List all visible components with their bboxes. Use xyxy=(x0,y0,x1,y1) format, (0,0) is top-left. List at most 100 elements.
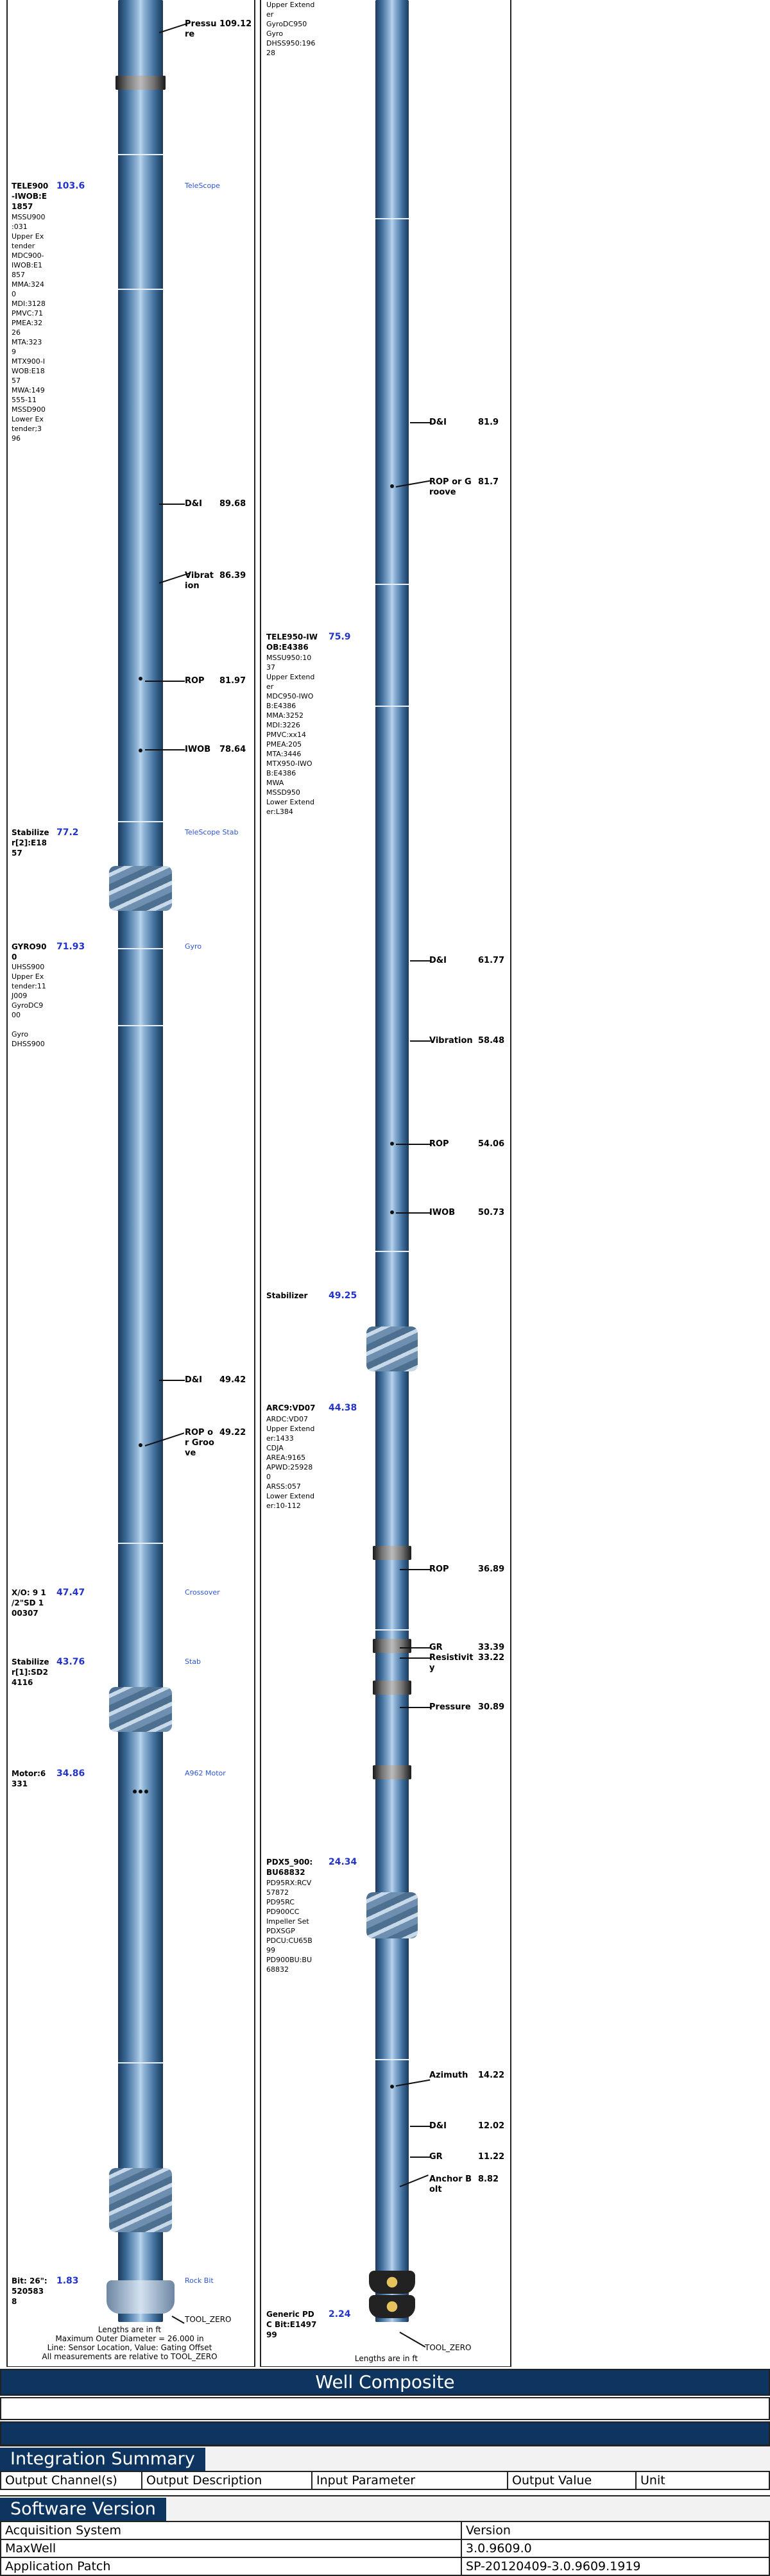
component-title: TELE950-IW OB:E4386 xyxy=(266,632,318,652)
component-title: Stabilize r[1]:SD2 4116 xyxy=(12,1657,49,1687)
component-offset: 77.2 xyxy=(56,827,79,838)
column-header: Acquisition System xyxy=(0,2521,462,2540)
software-version-title: Software Version xyxy=(0,2498,166,2521)
well-composite-band xyxy=(0,2421,770,2446)
component-offset: 2.24 xyxy=(329,2309,351,2319)
column-header: Version xyxy=(461,2521,770,2540)
sensor-leader xyxy=(410,2157,431,2158)
component-link[interactable]: Rock Bit xyxy=(185,2276,214,2285)
table-cell: 3.0.9609.0 xyxy=(461,2539,770,2558)
sensor-label: Azimuth xyxy=(429,2071,468,2080)
sensor-value: 86.39 xyxy=(219,571,246,580)
tool-separator xyxy=(118,289,163,290)
tool-separator xyxy=(118,1025,163,1026)
sensor-value: 12.02 xyxy=(478,2121,505,2131)
tool-joint xyxy=(373,1681,411,1695)
sensor-value: 33.22 xyxy=(478,1653,505,1663)
table-header-row: Output Channel(s) Output Description Inp… xyxy=(0,2471,770,2490)
tool-joint xyxy=(373,1765,411,1779)
sensor-label: D&I xyxy=(429,418,447,427)
sensor-leader xyxy=(145,681,185,682)
sensor-label: IWOB xyxy=(429,1208,456,1217)
right-tool-string xyxy=(366,0,418,2322)
sensor-label: Pressu re xyxy=(185,19,217,39)
tool-zero-leader xyxy=(399,2332,426,2348)
sensor-value: 50.73 xyxy=(478,1208,505,1217)
tool-separator xyxy=(375,584,409,585)
component-title: Stabilize r[2]:E18 57 xyxy=(12,828,49,858)
integration-summary-title: Integration Summary xyxy=(0,2448,205,2471)
well-composite-blank-row xyxy=(0,2397,770,2420)
tool-zero-label: TOOL_ZERO xyxy=(185,2315,232,2324)
sensor-marker xyxy=(390,2085,394,2089)
sensor-value: 81.9 xyxy=(478,418,499,427)
rock-bit xyxy=(107,2280,175,2314)
component-offset: 44.38 xyxy=(329,1403,357,1413)
component-title: Generic PD C Bit:E1497 99 xyxy=(266,2310,317,2339)
sensor-label: ROP or G roove xyxy=(429,477,472,497)
tool-separator xyxy=(118,821,163,822)
component-link[interactable]: TeleScope xyxy=(185,182,220,190)
component-details: UHSS900 Upper Ex tender:11 J009 GyroDC9 … xyxy=(12,963,46,1048)
sensor-value: 49.22 xyxy=(219,1428,246,1437)
sensor-leader xyxy=(159,504,185,505)
sensor-marker xyxy=(390,1210,394,1214)
sensor-value: 58.48 xyxy=(478,1036,505,1046)
sensor-label: D&I xyxy=(429,956,447,965)
component-title: X/O: 9 1 /2"SD 1 00307 xyxy=(12,1588,46,1618)
component-details: MSSU900 :031 Upper Ex tender MDC900- IWO… xyxy=(12,213,46,443)
sensor-label: D&I xyxy=(429,2121,447,2131)
column-header: Unit xyxy=(635,2471,770,2490)
sensor-leader xyxy=(400,1657,431,1659)
sensor-label: Vibrat ion xyxy=(185,571,214,591)
sensor-label: Anchor B olt xyxy=(429,2174,472,2194)
well-composite-title: Well Composite xyxy=(0,2369,770,2396)
sensor-marker xyxy=(139,1443,142,1447)
component-link[interactable]: TeleScope Stab xyxy=(185,828,239,836)
tool-zero-leader xyxy=(171,2316,185,2324)
software-version-table: Acquisition System Version MaxWell 3.0.9… xyxy=(0,2521,770,2576)
sensor-label: ROP o r Groo ve xyxy=(185,1428,214,1458)
component-offset: 24.34 xyxy=(329,1857,357,1867)
component-offset: 49.25 xyxy=(329,1291,357,1301)
sensor-value: 36.89 xyxy=(478,1564,505,1574)
tool-separator xyxy=(375,1251,409,1252)
stabilizer-blade xyxy=(109,1687,172,1732)
sensor-label: Resistivit y xyxy=(429,1653,474,1673)
sensor-leader xyxy=(396,1212,431,1214)
sensor-label: Vibration xyxy=(429,1036,473,1046)
sensor-leader xyxy=(400,1647,431,1648)
sensor-label: Pressure xyxy=(429,1702,471,1712)
sensor-value: 81.7 xyxy=(478,477,499,487)
sensor-marker xyxy=(390,1142,394,1146)
component-link[interactable]: Crossover xyxy=(185,1588,220,1597)
component-title: ARC9:VD07 xyxy=(266,1403,316,1412)
component-link[interactable]: Gyro xyxy=(185,942,202,951)
sensor-value: 78.64 xyxy=(219,745,246,754)
sensor-value: 33.39 xyxy=(478,1643,505,1652)
software-version-header: Software Version xyxy=(0,2495,770,2521)
component-link[interactable]: Stab xyxy=(185,1657,201,1666)
sensor-value: 49.42 xyxy=(219,1375,246,1385)
component-offset: 47.47 xyxy=(56,1588,85,1598)
component-link[interactable]: A962 Motor xyxy=(185,1769,226,1777)
sensor-leader xyxy=(396,1144,431,1145)
sensor-leader xyxy=(400,1569,431,1570)
component-details: PD95RX:RCV 57872 PD95RC PD900CC Impeller… xyxy=(266,1879,312,1974)
component-title: GYRO90 0 xyxy=(12,942,47,962)
table-cell: SP-20120409-3.0.9609.1919 xyxy=(461,2557,770,2576)
sensor-marker xyxy=(390,484,394,488)
component-offset: 103.6 xyxy=(56,181,85,191)
sensor-marker xyxy=(139,749,142,752)
sensor-leader xyxy=(145,749,185,750)
sensor-leader xyxy=(410,422,431,423)
sensor-label: GR xyxy=(429,2152,443,2162)
max-od-note: Maximum Outer Diameter = 26.000 in xyxy=(55,2334,204,2343)
pdc-bit-body xyxy=(369,2271,415,2294)
table-row: Application Patch SP-20120409-3.0.9609.1… xyxy=(0,2557,770,2576)
sensor-label: ROP xyxy=(185,676,205,686)
sensor-value: 89.68 xyxy=(219,499,246,509)
left-tool-string xyxy=(107,0,175,2322)
column-header: Output Channel(s) xyxy=(0,2471,142,2490)
sensor-label: ROP xyxy=(429,1564,449,1574)
